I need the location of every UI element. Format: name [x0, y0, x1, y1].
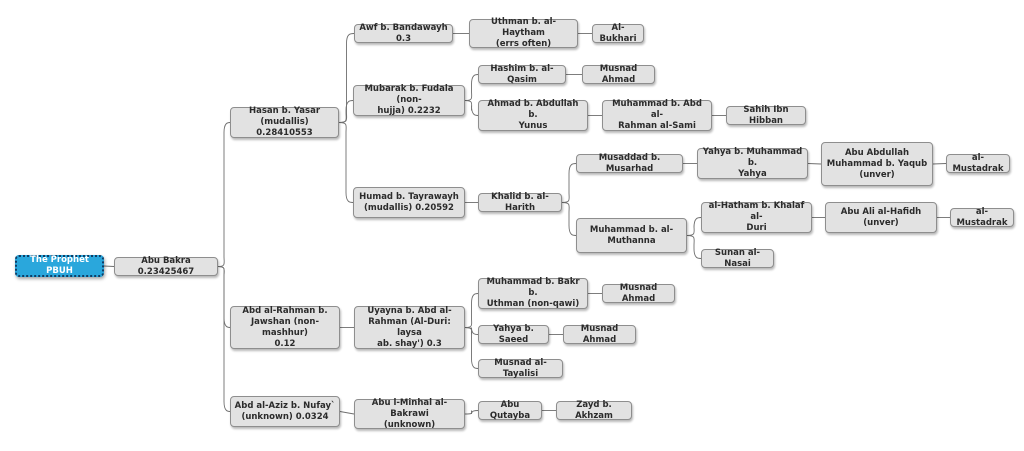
node-al-bukhari[interactable]: Al-Bukhari: [592, 23, 644, 44]
connector-hasan-humad: [338, 122, 354, 203]
node-yahya-b-muhammad[interactable]: Yahya b. Muhammad b. Yahya: [697, 147, 808, 179]
node-uyayna[interactable]: Uyayna b. Abd al- Rahman (Al-Duri: laysa…: [354, 306, 465, 349]
node-yahya-b-saeed[interactable]: Yahya b. Saeed: [478, 324, 549, 345]
connector-uyayna-tayalisi: [464, 327, 479, 369]
node-khalid[interactable]: Khalid b. al-Harith: [478, 192, 562, 213]
node-musnad-ahmad-3[interactable]: Musnad Ahmad: [563, 324, 636, 345]
node-abu-bakra[interactable]: Abu Bakra 0.23425467: [114, 256, 218, 277]
connector-mubarak-ahmad_yunus: [464, 100, 479, 116]
node-musnad-ahmad-2[interactable]: Musnad Ahmad: [602, 283, 675, 304]
node-musnad-al-tayalisi[interactable]: Musnad al-Tayalisi: [478, 358, 563, 379]
connector-mubarak-hashim: [464, 74, 479, 101]
connector-yahya_m-abu_abdullah: [807, 163, 822, 165]
node-humad[interactable]: Humad b. Tayrawayh (mudallis) 0.20592: [353, 187, 465, 218]
node-ahmad-b-abdullah[interactable]: Ahmad b. Abdullah b. Yunus: [478, 99, 588, 131]
node-abd-al-rahman-jawshan[interactable]: Abd al-Rahman b. Jawshan (non-mashhur) 0…: [230, 306, 340, 349]
node-hashim[interactable]: Hashim b. al-Qasim: [478, 64, 566, 85]
node-al-mustadrak-2[interactable]: al-Mustadrak: [950, 207, 1014, 228]
connector-khalid-musaddad: [561, 163, 577, 203]
connector-hasan-mubarak: [338, 100, 354, 123]
node-abu-l-minhal[interactable]: Abu l-Minhal al-Bakrawi (unknown): [354, 398, 465, 430]
connector-hasan-awf: [338, 33, 355, 123]
node-muhammad-al-muthanna[interactable]: Muhammad b. al- Muthanna: [576, 218, 687, 253]
node-abu-abdullah[interactable]: Abu Abdullah Muhammad b. Yaqub (unver): [821, 142, 933, 186]
connector-m_muthanna-nasai: [686, 235, 702, 259]
node-muhammad-al-sami[interactable]: Muhammad b. Abd al- Rahman al-Sami: [602, 99, 712, 131]
node-musaddad[interactable]: Musaddad b. Musarhad: [576, 153, 683, 174]
connector-uyayna-m_bakr: [464, 293, 479, 328]
node-awf[interactable]: Awf b. Bandawayh 0.3: [354, 23, 453, 44]
node-zayd-b-akhzam[interactable]: Zayd b. Akhzam: [556, 400, 632, 421]
connector-abu_bakra-abd_aziz: [217, 266, 231, 412]
connector-m_muthanna-hatham: [686, 217, 702, 236]
connector-abu_bakra-hasan: [217, 122, 231, 267]
connector-abu_abdullah-mustadrak1: [932, 163, 947, 165]
node-hasan-b-yasar[interactable]: Hasan b. Yasar (mudallis) 0.28410553: [230, 106, 339, 138]
node-sunan-al-nasai[interactable]: Sunan al-Nasai: [701, 248, 774, 269]
node-abd-al-aziz[interactable]: Abd al-Aziz b. Nufay` (unknown) 0.0324: [230, 396, 340, 427]
connector-abd_aziz-abu_minhal: [339, 411, 355, 415]
node-muhammad-b-bakr[interactable]: Muhammad b. Bakr b. Uthman (non-qawi): [478, 277, 588, 309]
connector-prophet-abu_bakra: [103, 265, 115, 267]
connector-abu_minhal-abu_qutayba: [464, 410, 479, 415]
node-mubarak[interactable]: Mubarak b. Fudala (non- hujja) 0.2232: [353, 84, 465, 116]
node-al-mustadrak-1[interactable]: al-Mustadrak: [946, 153, 1010, 174]
node-abu-ali[interactable]: Abu Ali al-Hafidh (unver): [825, 202, 937, 233]
node-abu-qutayba[interactable]: Abu Qutayba: [478, 400, 542, 421]
connector-khalid-m_muthanna: [561, 202, 577, 236]
node-sahih-ibn-hibban[interactable]: Sahih Ibn Hibban: [726, 105, 806, 126]
node-uthman-al-haytham[interactable]: Uthman b. al-Haytham (errs often): [469, 17, 578, 49]
node-al-hatham[interactable]: al-Hatham b. Khalaf al- Duri: [701, 201, 812, 233]
node-the-prophet[interactable]: The Prophet PBUH: [15, 255, 104, 277]
node-musnad-ahmad-1[interactable]: Musnad Ahmad: [582, 64, 655, 85]
